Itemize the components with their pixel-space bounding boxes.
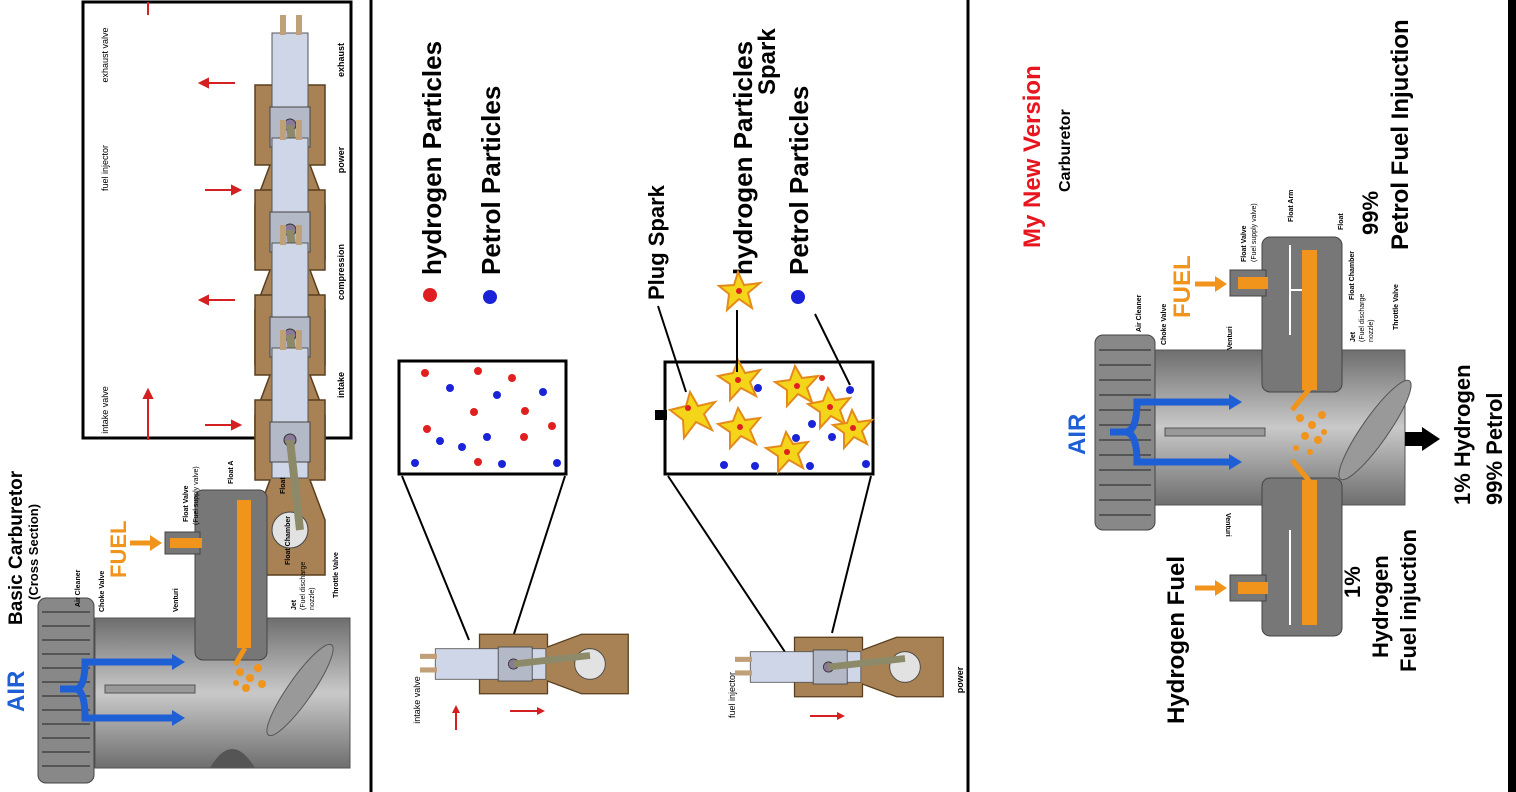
new-label-air-cleaner: Air Cleaner <box>1136 294 1143 332</box>
stroke-exhaust-label: exhaust <box>336 43 346 77</box>
new-version-title: My New Version <box>1019 65 1046 248</box>
fuel-injector-label: fuel injector <box>100 145 110 191</box>
exhaust-valve-label: exhaust valve <box>100 27 110 82</box>
legend-petrol-label: Petrol Particles <box>476 86 506 275</box>
new-label-venturi-mirror: Venturi <box>1224 513 1231 537</box>
hydrogen-injection-label: Fuel injuction <box>1396 529 1421 672</box>
float-chamber <box>194 489 268 661</box>
label-throttle-valve: Throttle Valve <box>333 552 340 598</box>
new-fuel-label: FUEL <box>1169 255 1196 318</box>
hydrogen-fuel-label: Hydrogen Fuel <box>1163 556 1190 724</box>
petrol-float <box>1302 250 1317 390</box>
air-arrows <box>60 658 175 722</box>
panel-basic-carburetor: exhaust power compression intake exhaust… <box>3 0 353 784</box>
intake-valve-label-2: intake valve <box>412 676 422 724</box>
power-label-2: power <box>955 666 965 693</box>
new-label-choke-valve: Choke Valve <box>1161 304 1168 345</box>
legend2-hydrogen-label: hydrogen Particles <box>728 41 758 275</box>
legend2-petrol-label: Petrol Particles <box>784 86 814 275</box>
fuel-injector-label-2: fuel injector <box>727 672 737 718</box>
panel-particles: hydrogen Particles Petrol Particles inta… <box>397 28 965 730</box>
air-label: AIR <box>3 671 30 712</box>
legend2-spark-label: Spark <box>754 28 781 95</box>
spark-plug-tip <box>655 410 667 420</box>
new-fuel-droplets <box>1293 411 1327 455</box>
legend-hydrogen-label: hydrogen Particles <box>417 41 447 275</box>
new-version-subtitle: Carburetor <box>1057 109 1074 192</box>
stroke-arrows <box>142 2 243 440</box>
carburetor-drawing <box>37 489 351 784</box>
new-label-float: Float <box>1338 213 1345 230</box>
new-choke-valve <box>1164 427 1266 437</box>
output-hydrogen-label: 1% Hydrogen <box>1450 364 1475 505</box>
label-float-arm: Float A <box>228 461 235 484</box>
carb-title: Basic Carburetor <box>6 470 27 625</box>
new-label-float-arm: Float Arm <box>1288 190 1295 222</box>
new-label-float-valve: Float Valve <box>1241 225 1248 262</box>
stroke-power-label: power <box>336 146 346 173</box>
new-air-arrows <box>1110 398 1230 466</box>
label-fuel-supply-valve: (Fuel supply valve) <box>193 466 200 525</box>
hydrogen-word-label: Hydrogen <box>1368 555 1393 658</box>
carb-part-labels: Air Cleaner Choke Valve Venturi Float Va… <box>75 461 340 612</box>
new-label-jet: Jet <box>1350 331 1357 342</box>
new-label-fuel-supply-valve: (Fuel supply valve) <box>1251 203 1258 262</box>
new-carburetor-drawing <box>1094 236 1440 637</box>
legend-petrol-dot <box>483 290 497 304</box>
output-petrol-label: 99% Petrol <box>1482 393 1507 506</box>
new-label-jet-sub1: (Fuel discharge <box>1359 294 1366 342</box>
new-air-label: AIR <box>1064 414 1091 455</box>
label-jet-sub2: nozzle) <box>309 587 316 610</box>
legend-hydrogen-dot <box>423 288 437 302</box>
fuel-droplets <box>233 664 266 692</box>
label-jet-sub1: (Fuel discharge <box>300 562 307 610</box>
particle-box-intake <box>397 359 568 476</box>
new-label-venturi: Venturi <box>1227 326 1234 350</box>
engine-power-large <box>735 637 943 697</box>
panel-new-version: My New Version Carburetor <box>1019 19 1507 724</box>
new-carb-part-labels: Air Cleaner Choke Valve Venturi Float Va… <box>1136 190 1400 537</box>
label-float: Float <box>280 477 287 494</box>
new-label-float-chamber: Float Chamber <box>1349 251 1356 300</box>
label-choke-valve: Choke Valve <box>99 571 106 612</box>
engine-intake-large <box>420 634 628 694</box>
label-float-valve: Float Valve <box>183 485 190 522</box>
particles-intake <box>411 367 561 468</box>
label-venturi: Venturi <box>173 588 180 612</box>
carb-subtitle: (Cross Section) <box>26 504 41 600</box>
right-edge-bar <box>1508 0 1516 792</box>
legend2-petrol-dot <box>791 290 805 304</box>
plug-spark-label: Plug Spark <box>644 184 669 300</box>
intake-valve-label: intake valve <box>100 386 110 434</box>
new-label-jet-sub2: nozzle) <box>1368 319 1375 342</box>
stroke-compression-label: compression <box>336 244 346 300</box>
new-label-throttle-valve: Throttle Valve <box>1393 284 1400 330</box>
label-air-cleaner: Air Cleaner <box>75 569 82 607</box>
hydrogen-float <box>1302 480 1317 625</box>
new-throttle-valve <box>1338 379 1412 481</box>
output-arrow <box>1422 427 1440 451</box>
label-float-chamber: Float Chamber <box>285 516 292 565</box>
pct-petrol-label: 99% <box>1358 191 1383 235</box>
fuel-label: FUEL <box>106 521 131 578</box>
petrol-injection-label: Petrol Fuel Injuction <box>1387 19 1414 250</box>
label-jet: Jet <box>291 599 298 610</box>
particles-power <box>685 375 870 470</box>
stroke-intake-label: intake <box>336 372 346 398</box>
pct-hydrogen-label: 1% <box>1340 566 1365 598</box>
float <box>237 500 251 648</box>
throttle-valve <box>266 643 334 737</box>
choke-valve <box>104 684 196 694</box>
